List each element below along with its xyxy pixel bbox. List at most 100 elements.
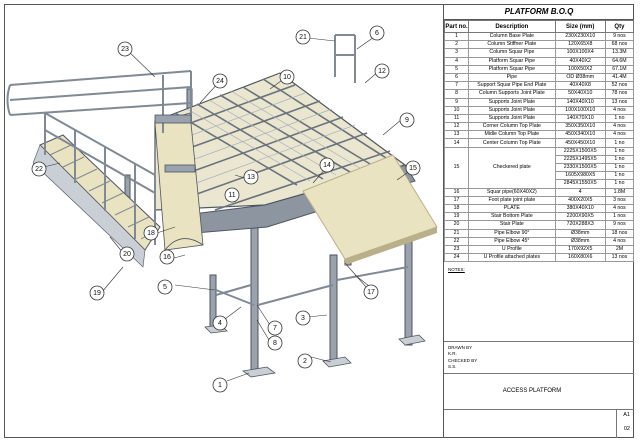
callout-label: 13 — [247, 174, 255, 181]
boq-cell-part: 8 — [443, 89, 470, 99]
callout-15: 15 — [405, 160, 421, 176]
boq-cell-desc: Platform Squar Pipe — [468, 56, 556, 66]
callout-14: 14 — [319, 157, 335, 173]
drawn-by-value: K.R. — [448, 351, 457, 356]
boq-cell-qty: 4 nos — [604, 130, 635, 140]
boq-cell-desc: Stair Bottom Plate — [468, 212, 556, 222]
callout-label: 11 — [228, 192, 235, 199]
callout-label: 15 — [409, 165, 417, 172]
boq-cell-qty: 1 no — [604, 162, 635, 173]
boq-cell-qty: 1.8M — [604, 187, 635, 197]
boq-cell-part: 17 — [443, 195, 470, 205]
boq-cell-part: 4 — [443, 56, 470, 66]
boq-cell-desc: U Profile — [468, 244, 556, 255]
boq-cell-desc: PLATE — [468, 203, 556, 214]
boq-cell-qty: 9 nos — [604, 31, 635, 42]
boq-cell-part: 11 — [443, 113, 470, 124]
callout-6: 6 — [369, 25, 385, 41]
boq-cell-desc: Platform Squar Pipe — [468, 64, 556, 74]
callout-24: 24 — [212, 73, 228, 89]
boq-cell-qty: 67.1M — [604, 64, 635, 74]
boq-cell-qty: 41.4M — [604, 72, 635, 83]
callout-circle — [279, 69, 295, 85]
boq-cell-size: 50X40X10 — [554, 89, 606, 99]
callout-circle — [405, 160, 421, 176]
boq-cell-part: 24 — [443, 253, 470, 263]
callout-label: 24 — [216, 78, 224, 85]
callout-1: 1 — [212, 377, 228, 393]
boq-cell-desc: Column Squar Pipe — [468, 48, 556, 58]
callout-18: 18 — [143, 225, 159, 241]
boq-cell-desc: Pipe — [468, 72, 556, 83]
callout-label: 23 — [121, 46, 129, 53]
drawn-by-label: DRAWN BY — [448, 345, 473, 350]
callout-circle — [369, 25, 385, 41]
boq-cell-desc: Stair Plate — [468, 220, 556, 230]
callout-label: 14 — [323, 162, 331, 169]
boq-cell-desc: U Profile attached plates — [468, 253, 556, 263]
callout-circle — [267, 320, 283, 336]
boq-cell-size: 140X40X10 — [554, 97, 606, 107]
notes-label: NOTES: — [448, 267, 465, 272]
boq-cell-qty: 52 nos — [604, 81, 635, 91]
boq-cell-size: 400X20X5 — [554, 195, 606, 205]
callout-circle — [31, 161, 47, 177]
callout-5: 5 — [157, 279, 173, 295]
boq-cell-part: 16 — [443, 187, 470, 197]
boq-cell-size: 450X450X10 — [554, 138, 606, 148]
callout-label: 17 — [367, 289, 375, 296]
callout-label: 12 — [378, 68, 386, 75]
boq-cell-qty: 13 nos — [604, 97, 635, 107]
boq-cell-size: 100X100X4 — [554, 48, 606, 58]
checked-by-label: CHECKED BY — [448, 358, 478, 363]
callout-label: 19 — [93, 290, 101, 297]
boq-cell-desc: Supports Joint Plate — [468, 97, 556, 107]
column-base-plates — [204, 324, 426, 378]
boq-cell-desc: Column Stiffner Plate — [468, 40, 556, 50]
boq-cell-size: 170X92X5 — [554, 244, 606, 255]
callout-16: 16 — [159, 249, 175, 265]
callout-circle — [295, 310, 311, 326]
boq-cell-size: OD Ø38mm — [554, 72, 606, 83]
boq-cell-part: 10 — [443, 105, 470, 115]
callout-22: 22 — [31, 161, 47, 177]
callout-label: 21 — [299, 34, 307, 41]
callout-21: 21 — [295, 29, 311, 45]
boq-cell-size: 100X50X2 — [554, 64, 606, 74]
callout-label: 2 — [303, 358, 307, 365]
boq-cell-desc: Corner Column Top Plate — [468, 122, 556, 132]
boq-cell-qty: 13 nos — [604, 253, 635, 263]
boq-cell-part: 5 — [443, 64, 470, 74]
callout-11: 11 — [224, 187, 240, 203]
boq-cell-desc: Center Column Top Plate — [468, 138, 556, 148]
boq-cell-part: 3 — [443, 48, 470, 58]
boq-cell-qty: 1 no — [604, 138, 635, 148]
boq-cell-qty: 78 nos — [604, 89, 635, 99]
callout-label: 18 — [147, 230, 155, 237]
boq-cell-size: 40X40X8 — [554, 81, 606, 91]
boq-cell-qty: 4 nos — [604, 203, 635, 214]
boq-cell-desc: Squar pipe(60X40X2) — [468, 187, 556, 197]
drawing-title-block: ACCESS PLATFORM — [444, 373, 634, 410]
callout-label: 4 — [218, 320, 222, 327]
boq-cell-part: 21 — [443, 228, 470, 238]
callout-circle — [297, 353, 313, 369]
boq-cell-part: 15 — [443, 146, 470, 189]
boq-cell-qty: 1 no — [604, 113, 635, 124]
callout-circle — [267, 335, 283, 351]
boq-cell-qty: 13.3M — [604, 48, 635, 58]
boq-cell-qty: 4 nos — [604, 105, 635, 115]
callout-label: 9 — [405, 117, 409, 124]
callout-circle — [143, 225, 159, 241]
guard-rail — [6, 34, 356, 133]
callout-circle — [212, 73, 228, 89]
